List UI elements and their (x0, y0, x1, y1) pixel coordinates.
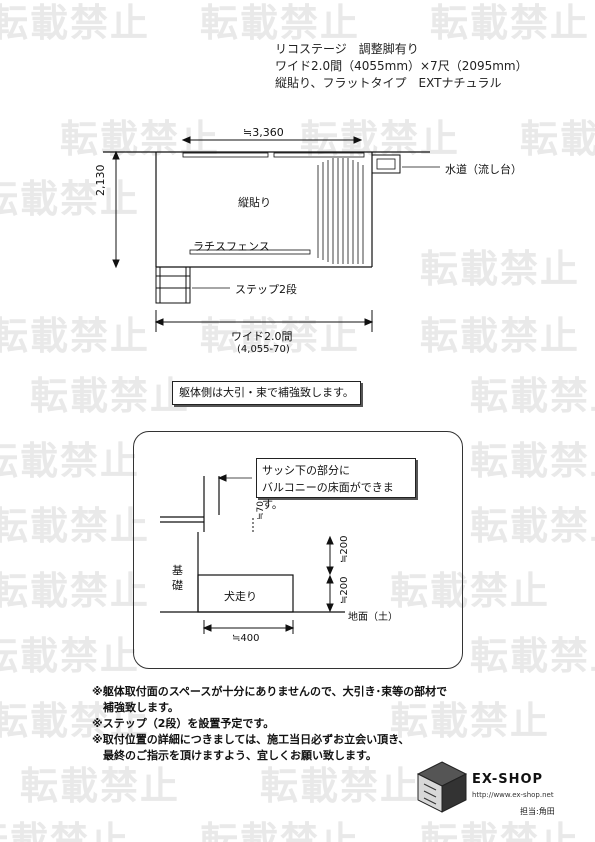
footnote-line: ※取付位置の詳細につきましては、施工当日必ずお立会い頂き、 (92, 733, 410, 746)
lattice-fence-lines (317, 158, 364, 264)
arrow-down-icon (326, 566, 334, 576)
faucet-label: 水道（流し台） (445, 163, 522, 176)
ground-label: 地面（土） (348, 612, 398, 623)
reinforcement-note: 躯体側は大引・束で補強致します。 (172, 381, 361, 405)
dim-left-label: 2,130 (94, 164, 107, 197)
deck-label: 縦貼り (238, 196, 271, 209)
logo-url: http://www.ex-shop.net (472, 791, 554, 799)
fence-label: ラチスフェンス (193, 240, 270, 253)
faucet-box (371, 154, 401, 174)
arrow-down-icon (112, 259, 120, 269)
arrow-left-icon (154, 318, 164, 326)
arrow-up-icon (326, 535, 334, 545)
arrow-left-icon (202, 624, 212, 632)
lattice-fence-bar (189, 249, 311, 255)
footnote-line: ※躯体取付面のスペースが十分にありませんので、大引き･束等の部材で (92, 685, 448, 698)
section-panel (133, 431, 463, 669)
footnote-line: 補強致します。 (92, 701, 179, 714)
footnote-line: ※ステップ（2段）を設置予定です。 (92, 717, 275, 730)
dim-400-label: ≒400 (232, 633, 260, 644)
arrow-down-icon (326, 603, 334, 613)
callout-line: サッシ下の部分に (262, 464, 350, 477)
footnote-line: 最終のご指示を頂けますよう、宜しくお願い致します。 (92, 749, 377, 762)
arrow-right-icon (353, 136, 363, 144)
dim-70-label: ≒70 (256, 500, 266, 520)
logo-name: EX-SHOP (472, 772, 544, 787)
width-label: ワイド2.0間 (231, 330, 293, 343)
product-spec: 縦貼り、フラットタイプ EXTナチュラル (275, 76, 502, 90)
exshop-logo-icon (416, 761, 468, 813)
staff-name: 担当:角田 (520, 807, 555, 816)
arrow-left-icon (217, 474, 227, 482)
footnotes: ※躯体取付面のスペースが十分にありませんので、大引き･束等の部材で 補強致します… (92, 684, 447, 764)
dim-200-lower-label: ≒200 (339, 576, 350, 604)
window-sash-right (273, 152, 365, 158)
width-sub-label: (4,055-70) (237, 344, 290, 355)
foundation-label: 基礎 (172, 564, 183, 592)
dim-top-label: ≒3,360 (243, 126, 284, 139)
dim-200-upper-label: ≒200 (339, 535, 350, 563)
window-sash-left (182, 152, 269, 158)
step-label: ステップ2段 (235, 283, 297, 296)
faucet-inner (376, 158, 396, 170)
arrow-up-icon (326, 574, 334, 584)
arrow-right-icon (364, 318, 374, 326)
product-name: リコステージ 調整脚有り (275, 42, 419, 56)
arrow-left-icon (181, 136, 191, 144)
callout-box: サッシ下の部分に バルコニーの床面ができます。 (256, 458, 416, 511)
arrow-up-icon (112, 150, 120, 160)
product-size: ワイド2.0間（4055mm）×7尺（2095mm） (275, 59, 528, 73)
arrow-right-icon (285, 624, 295, 632)
beam-label: 犬走り (224, 590, 257, 603)
callout-line: バルコニーの床面ができます。 (262, 481, 394, 511)
step-outline (155, 266, 191, 304)
